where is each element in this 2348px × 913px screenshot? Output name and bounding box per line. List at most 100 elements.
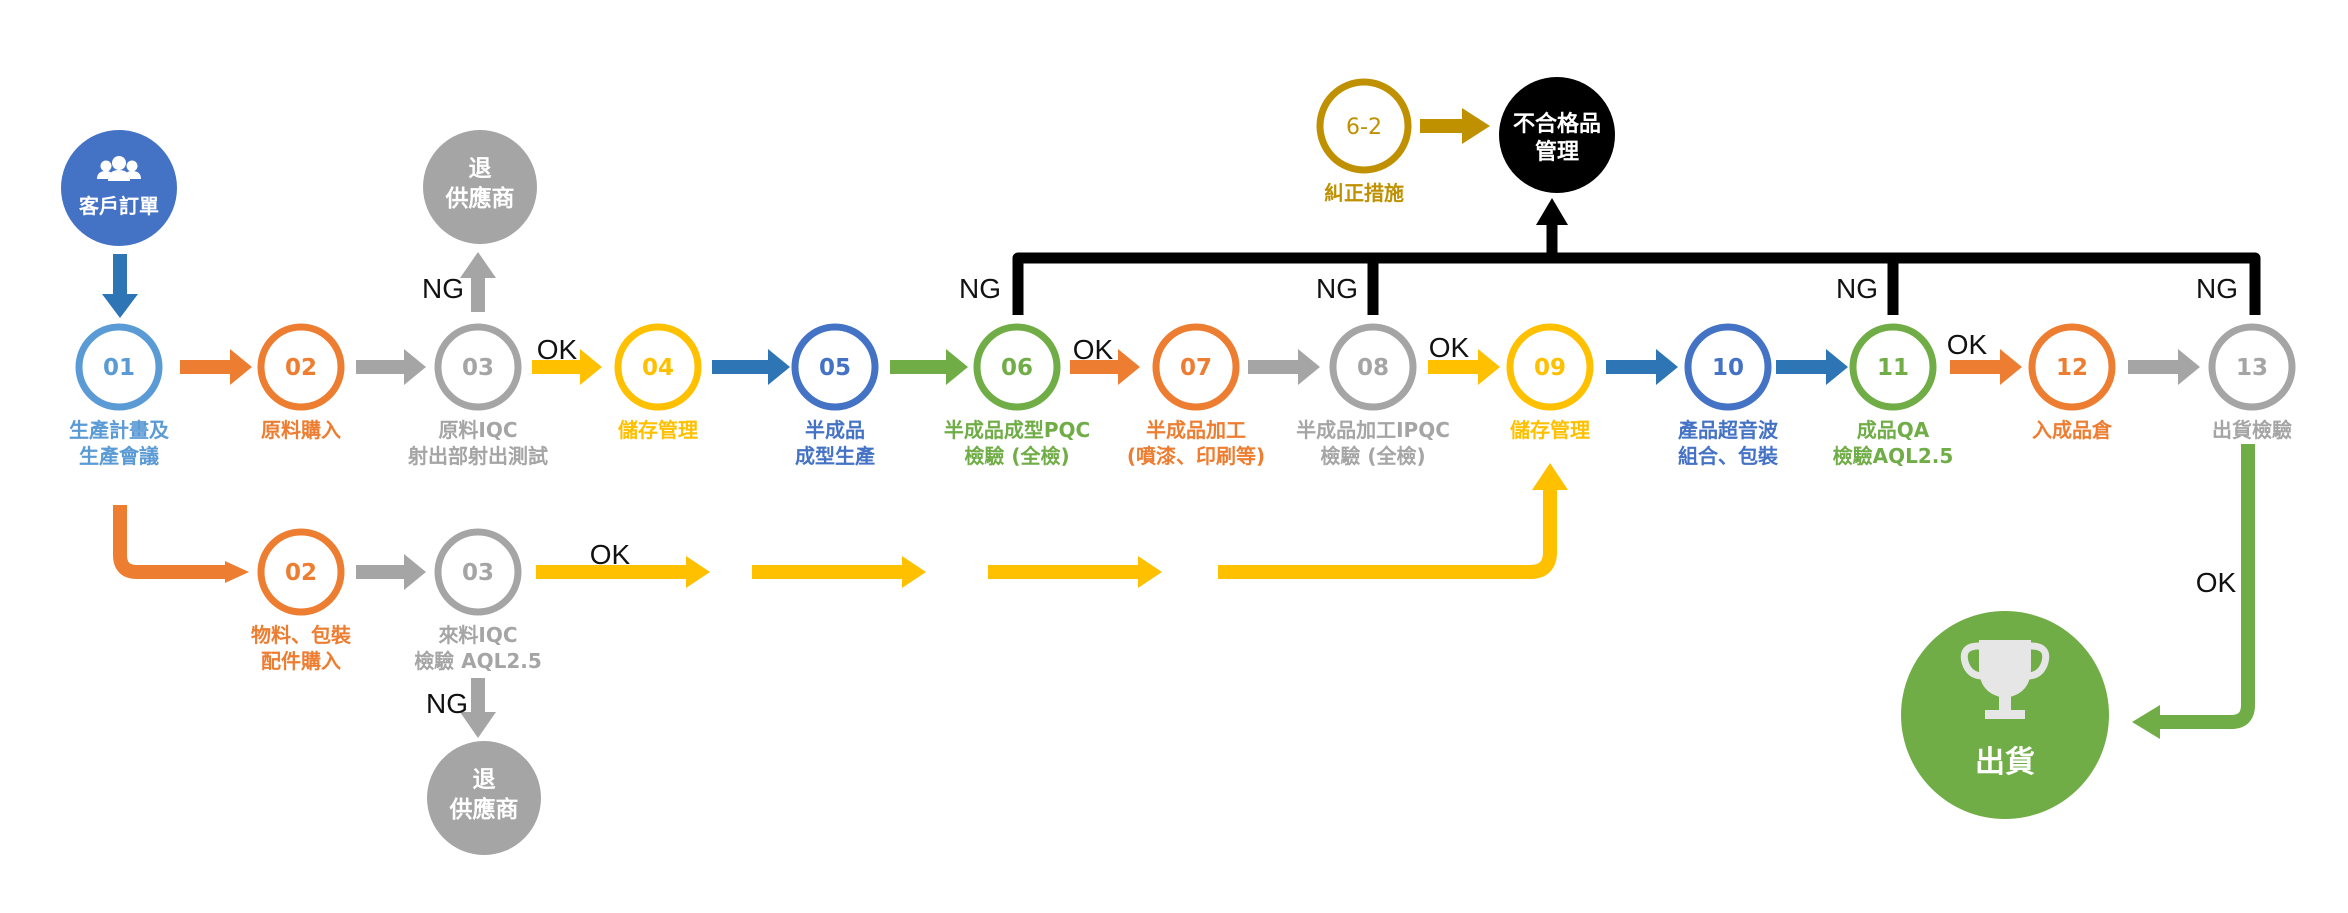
ship-node: 出貨	[1901, 611, 2109, 819]
flow-label-ng: NG	[1836, 273, 1878, 304]
arrow-02-to-03	[356, 349, 426, 385]
arrow-08-to-09	[1428, 349, 1500, 385]
svg-text:不合格品: 不合格品	[1513, 111, 1601, 137]
svg-text:供應商: 供應商	[445, 185, 515, 212]
arrow-05-to-06	[890, 349, 968, 385]
svg-text:退: 退	[469, 156, 492, 182]
arrow-12-to-13	[2128, 349, 2200, 385]
step-label-line: 組合、包裝	[1678, 444, 1779, 468]
step-label-line: 來料IQC	[438, 623, 517, 647]
step-circle	[257, 528, 345, 616]
customer-order-node: 客戶訂單	[61, 130, 177, 246]
step-label-line: 半成品	[805, 418, 865, 442]
arrow-03-to-04	[532, 349, 602, 385]
step-circle	[2028, 323, 2116, 411]
flow-label-ng: NG	[426, 688, 468, 719]
step-circle	[434, 323, 522, 411]
step-number: 01	[103, 355, 135, 381]
step-node-s07: 07 半成品加工(噴漆、印刷等)	[1127, 323, 1265, 468]
step-number: 11	[1877, 355, 1909, 381]
arrow-04-to-05	[712, 349, 790, 385]
step-circle	[257, 323, 345, 411]
flow-label-ok: OK	[1947, 329, 1988, 360]
step-number: 05	[819, 355, 851, 381]
step-label-line: 配件購入	[261, 649, 341, 673]
svg-text:管理: 管理	[1535, 139, 1579, 165]
step-number: 12	[2056, 355, 2088, 381]
flow-label-ng: NG	[959, 273, 1001, 304]
flow-arrows	[102, 108, 2200, 385]
step-label-line: 檢驗 (全檢)	[1320, 444, 1425, 468]
step-label-line: 儲存管理	[1510, 418, 1590, 442]
step-label-line: 射出部射出測試	[407, 444, 548, 468]
arrow-customer-to-01	[102, 254, 138, 318]
arrow-09-to-10	[1606, 349, 1678, 385]
step-number: 03	[462, 355, 494, 381]
step-node-s09: 09 儲存管理	[1506, 323, 1594, 442]
svg-text:退: 退	[473, 767, 496, 793]
step-label-line: 半成品成型PQC	[944, 418, 1090, 442]
users-icon	[97, 156, 141, 181]
step-node-s12: 12 入成品倉	[2028, 323, 2116, 442]
step-number: 06	[1001, 355, 1033, 381]
step-label-line: 半成品加工	[1146, 418, 1246, 442]
arrow-03-ng-up	[460, 252, 496, 312]
step-label-line: 成型生產	[795, 444, 875, 468]
arrow-10-to-11	[1776, 349, 1848, 385]
arrow-62-to-nonconforming	[1420, 108, 1490, 144]
step-label-line: 檢驗 AQL2.5	[414, 649, 542, 673]
flow-label-ok: OK	[1429, 332, 1470, 363]
step-label-line: 檢驗 (全檢)	[964, 444, 1069, 468]
flow-label-ok: OK	[590, 539, 631, 570]
step-circle	[1329, 323, 1417, 411]
arrow-11-to-12	[1950, 349, 2022, 385]
step-label-line: 成品QA	[1857, 418, 1930, 442]
step-circle	[1506, 323, 1594, 411]
trophy-icon	[1960, 640, 2050, 719]
ng-collection-line	[1012, 198, 2261, 315]
step-label-line: 原料購入	[261, 418, 341, 442]
step-number: 09	[1534, 355, 1566, 381]
svg-text:6-2: 6-2	[1346, 115, 1382, 140]
step-circle	[973, 323, 1061, 411]
step-circle	[2208, 323, 2296, 411]
step-label-line: 檢驗AQL2.5	[1833, 444, 1954, 468]
step-label-line: 原料IQC	[438, 418, 517, 442]
step-circle	[614, 323, 702, 411]
arrow-01-to-02	[180, 349, 252, 385]
step-label-line: 產品超音波	[1678, 418, 1779, 442]
step-label-line: 入成品倉	[2032, 418, 2113, 442]
step-label-line: 半成品加工IPQC	[1296, 418, 1450, 442]
flow-label-ok: OK	[2196, 567, 2237, 598]
ship-label: 出貨	[1975, 745, 2035, 780]
flow-label-ok: OK	[1073, 334, 1114, 365]
step-number: 07	[1180, 355, 1212, 381]
step-label-line: (噴漆、印刷等)	[1127, 444, 1265, 468]
arrow-06-to-07	[1070, 349, 1140, 385]
flow-label-ng: NG	[422, 273, 464, 304]
lower-branch-arrows	[113, 444, 2255, 739]
step-label-line: 生產計畫及	[69, 418, 170, 442]
step-number: 08	[1357, 355, 1389, 381]
step-number: 13	[2236, 355, 2268, 381]
step-circle	[434, 528, 522, 616]
return-supplier-bottom: 退 供應商	[427, 741, 541, 855]
step-number: 03	[462, 560, 494, 586]
flow-label-ok: OK	[537, 334, 578, 365]
arrow-07-to-08	[1248, 349, 1320, 385]
svg-text:供應商: 供應商	[449, 796, 519, 823]
step-circle	[75, 323, 163, 411]
step-label-line: 物料、包裝	[251, 623, 352, 647]
step-label-line: 生產會議	[79, 444, 159, 468]
step-circle	[1152, 323, 1240, 411]
